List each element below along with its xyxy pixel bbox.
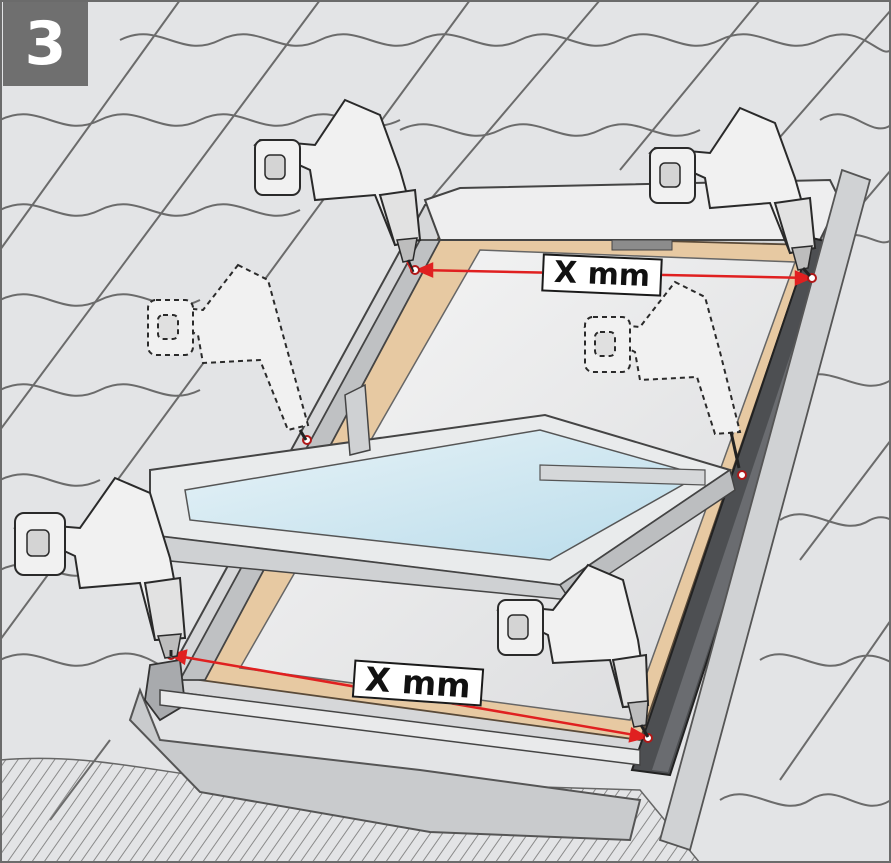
drill-icon xyxy=(13,98,817,738)
drill-bottom-right xyxy=(496,563,650,738)
top-arrow-right xyxy=(794,270,814,286)
drill-ghost-left xyxy=(146,263,310,441)
drill-bottom-left xyxy=(13,476,187,659)
dimension-label-top: X mm xyxy=(541,253,663,297)
drill-ghost-right xyxy=(583,280,742,469)
drill-top-right xyxy=(648,106,817,277)
step-number-badge: 3 xyxy=(3,2,88,86)
window-frame-icon xyxy=(128,168,872,852)
drill-icon xyxy=(146,263,742,469)
bottom-arrow-right xyxy=(628,727,650,743)
drill-top-left xyxy=(253,98,422,273)
top-arrow-left xyxy=(414,262,434,278)
